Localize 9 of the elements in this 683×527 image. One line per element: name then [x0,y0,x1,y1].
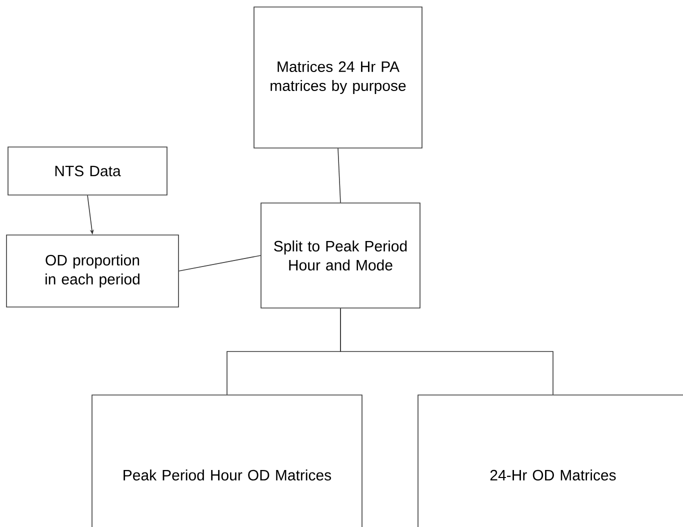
process-box: Matrices 24 Hr PA matrices by purpose [254,6,422,148]
process-box: Split to Peak Period Hour and Mode [260,202,420,308]
connector-line [338,148,341,203]
connector-line [178,255,261,272]
process-box: 24-Hr OD Matrices [418,394,683,527]
connector-line [340,308,554,395]
process-box: OD proportion in each period [6,234,179,308]
process-box: Peak Period Hour OD Matrices [92,394,362,527]
process-box: NTS Data [8,146,168,196]
